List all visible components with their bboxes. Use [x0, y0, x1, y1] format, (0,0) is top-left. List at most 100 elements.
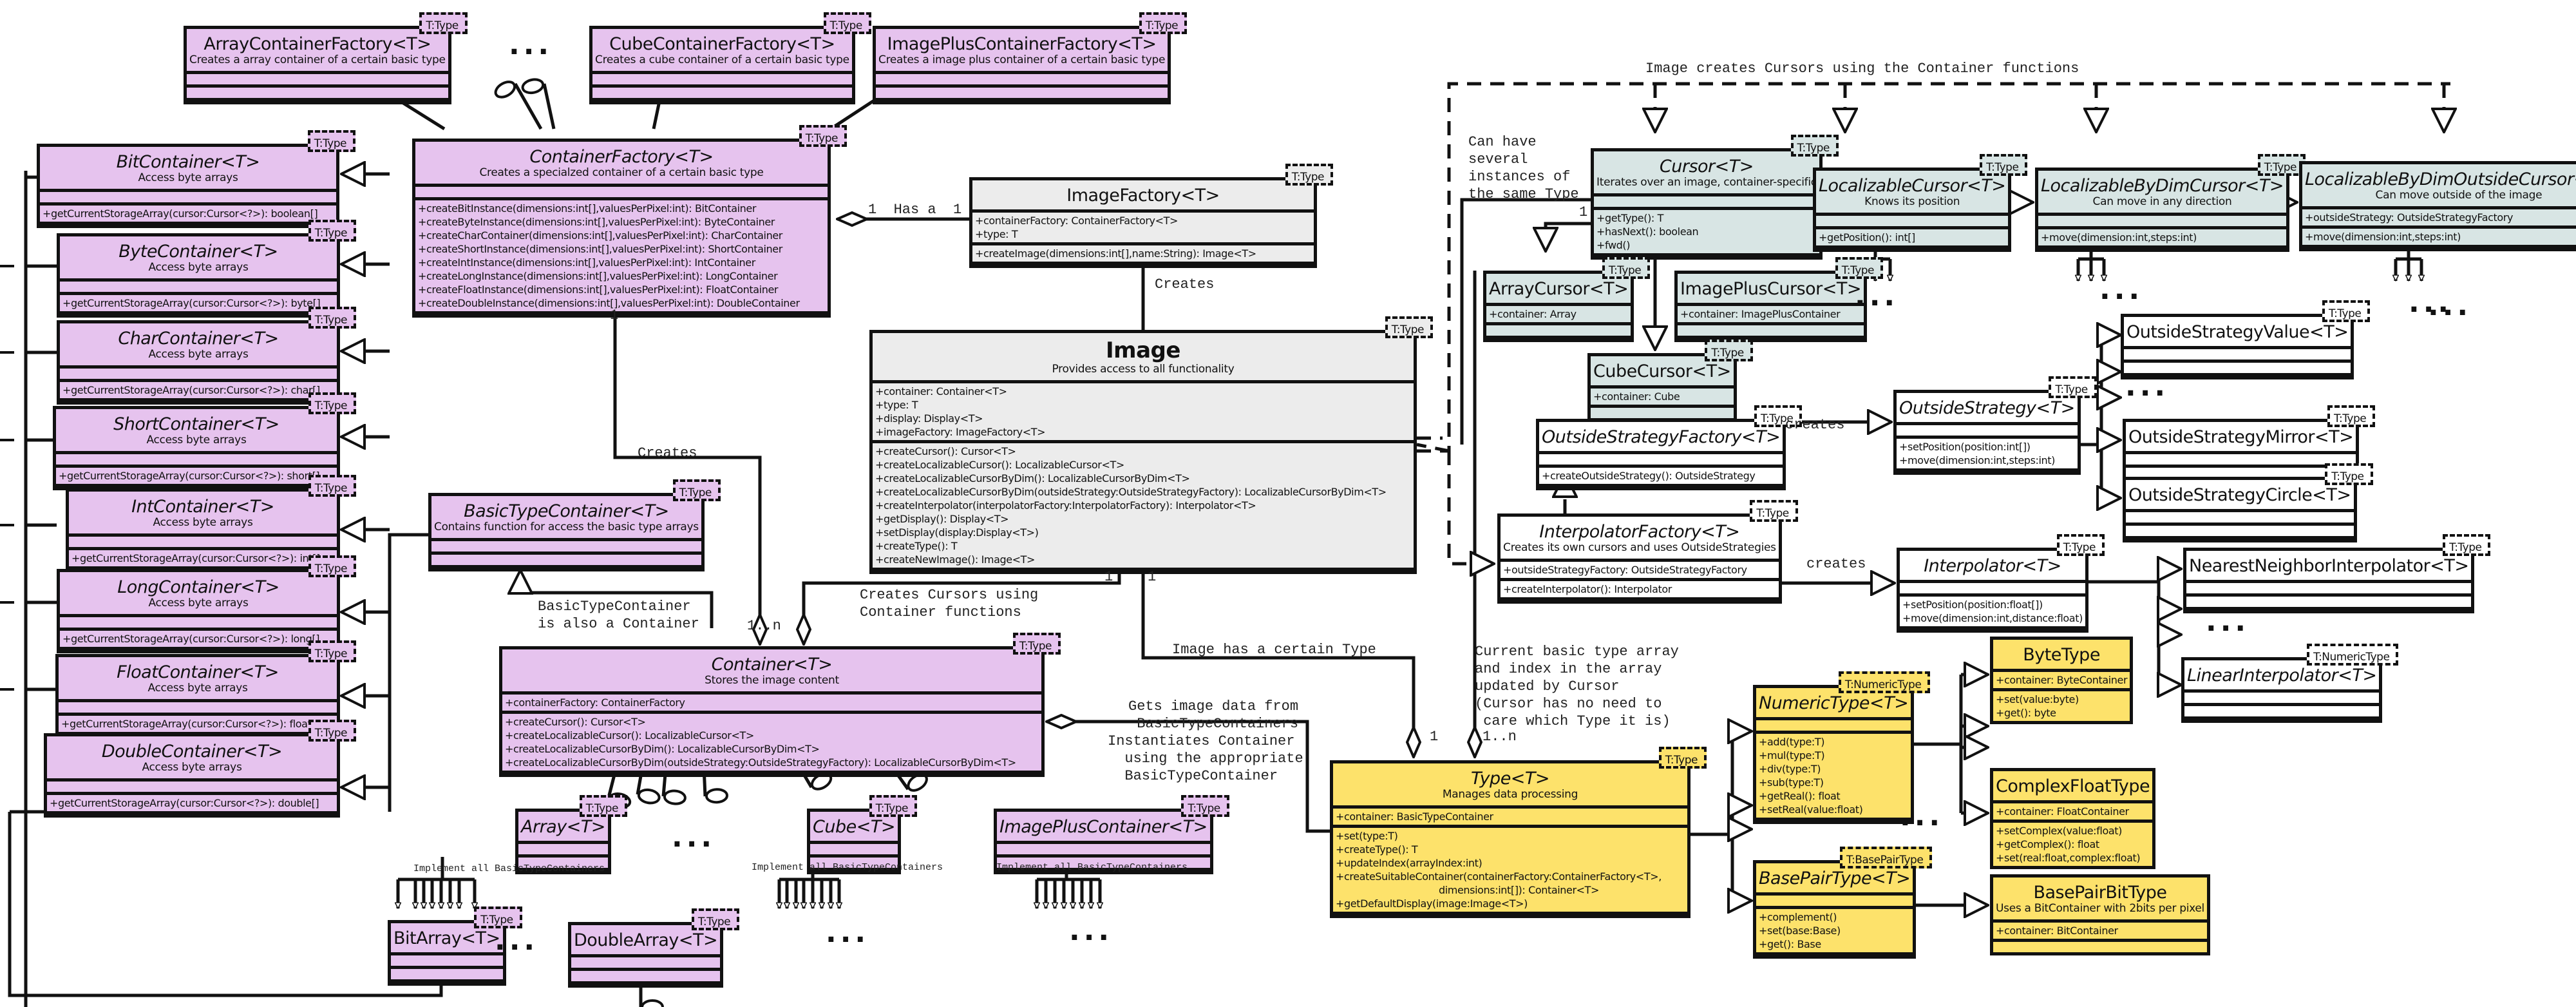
class-methods: +setPosition(position:float[])+move(dime… [1900, 597, 2085, 630]
method-line: +getCurrentStorageArray(cursor:Cursor<?>… [71, 551, 320, 564]
class-box-localizable-by-dim-cursor[interactable]: LocalizableByDimCursor<T>Can move in any… [2035, 154, 2306, 252]
class-attributes [1756, 720, 1911, 734]
annotation-creates-interp: creates [1806, 556, 1866, 572]
class-methods: +setComplex(value:float)+getComplex(): f… [1993, 823, 2152, 866]
class-box-double-container[interactable]: DoubleContainer<T>Access byte arrays+get… [44, 720, 356, 818]
class-box-array[interactable]: Array<T>T:Type [515, 795, 627, 875]
class-header: CharContainer<T>Access byte arrays [60, 323, 337, 369]
class-name: LongContainer<T> [117, 577, 279, 597]
type-parameter-tag: T:Type [1750, 500, 1798, 522]
type-parameter-tag: T:Type [1385, 316, 1433, 338]
class-box-image-factory[interactable]: ImageFactory<T>+containerFactory: Contai… [969, 164, 1333, 269]
class-name: Cursor<T> [1659, 157, 1754, 177]
class-header: ArrayContainerFactory<T>Creates a array … [187, 29, 448, 74]
annotation-gets-image-data: Gets image data from BasicTypeContainers [1128, 698, 1299, 732]
type-parameter-tag: T:Type [1980, 154, 2028, 176]
class-box-image-plus-container[interactable]: ImagePlusContainer<T>T:Type [994, 795, 1229, 875]
class-box-outside-strategy-mirror[interactable]: OutsideStrategyMirror<T>T:Type [2123, 405, 2376, 485]
class-box-short-container[interactable]: ShortContainer<T>Access byte arrays+getC… [53, 392, 356, 490]
class-name: ArrayCursor<T> [1489, 279, 1629, 299]
class-box-int-container[interactable]: IntContainer<T>Access byte arrays+getCur… [66, 475, 356, 573]
class-box-outside-strategy[interactable]: OutsideStrategy<T>+setPosition(position:… [1893, 376, 2097, 475]
class-attributes: +containerFactory: ContainerFactory [502, 695, 1041, 714]
class-box-array-container-factory[interactable]: ArrayContainerFactory<T>Creates a array … [184, 12, 468, 104]
class-attributes: +container: FloatContainer [1993, 803, 2153, 823]
class-box-double-array[interactable]: DoubleArray<T>T:Type [568, 908, 740, 988]
class-attributes [2184, 693, 2380, 707]
class-box-interpolator-factory[interactable]: InterpolatorFactory<T>Creates its own cu… [1497, 500, 1798, 604]
annotation-mult1_d: 1 [1430, 729, 1439, 745]
class-box-cube[interactable]: Cube<T>T:Type [807, 795, 917, 875]
class-box-cursor[interactable]: Cursor<T>Iterates over an image, contain… [1591, 135, 1839, 260]
class-box-type[interactable]: Type<T>Manages data processing+container… [1330, 747, 1707, 918]
class-attributes [592, 74, 852, 88]
class-box-localizable-by-dim-outside-cursor[interactable]: LocalizableByDimOutsideCursor<T>Can move… [2299, 161, 2576, 251]
class-box-outside-strategy-circle[interactable]: OutsideStrategyCircle<T>T:Type [2123, 463, 2373, 543]
type-parameter-tag: T:Type [308, 392, 356, 414]
realization-factory [521, 78, 556, 129]
class-box-bit-container[interactable]: BitContainer<T>Access byte arrays+getCur… [37, 130, 355, 228]
type-parameter-tag: T:Type [308, 220, 356, 242]
class-box-basic-type-container[interactable]: BasicTypeContainer<T>Contains function f… [428, 479, 721, 571]
method-line: +getPosition(): int[] [1819, 231, 1915, 244]
class-box-base-pair-type[interactable]: BasePairType<T>+complement()+set(base:Ba… [1753, 847, 1933, 959]
ellipsis-marker: ... [2206, 605, 2250, 638]
class-box-complex-float-type[interactable]: ComplexFloatType +container: FloatContain… [1990, 768, 2156, 870]
class-name: ImagePlusContainerFactory<T> [887, 34, 1157, 54]
class-name: Interpolator<T> [1924, 556, 2061, 576]
class-name: BasicTypeContainer<T> [464, 501, 669, 521]
class-box-byte-type[interactable]: ByteType+container: ByteContainer+set(va… [1990, 637, 2134, 725]
class-box-outside-strategy-value[interactable]: OutsideStrategyValue<T>T:Type [2121, 300, 2371, 380]
class-box-image-plus-container-factory[interactable]: ImagePlusContainerFactory<T>Creates a im… [873, 12, 1188, 104]
class-name: Type<T> [1470, 769, 1550, 789]
class-box-linear-interpolator[interactable]: LinearInterpolator<T>T:NumericType [2181, 644, 2399, 724]
annotation-mult-type1n: 1..n [1482, 729, 1517, 745]
class-box-outside-strategy-factory[interactable]: OutsideStrategyFactory<T>+createOutsideS… [1536, 405, 1803, 491]
method-line: +createCharContainer(dimensions:int[],va… [418, 229, 782, 242]
class-box-nearest-neighbor-interpolator[interactable]: NearestNeighborInterpolator<T>T:Type [2183, 534, 2491, 614]
type-parameter-tag: T:Type [869, 795, 917, 817]
class-header: Cube<T> [810, 812, 898, 845]
class-box-localizable-cursor[interactable]: LocalizableCursor<T>Knows its position+g… [1813, 154, 2028, 252]
class-box-container-factory[interactable]: ContainerFactory<T>Creates a specialzed … [412, 125, 847, 318]
attribute-line: +display: Display<T> [875, 412, 983, 425]
class-name: OutsideStrategyFactory<T> [1542, 427, 1781, 447]
class-name: ComplexFloatType [1996, 776, 2150, 796]
class-box-cube-container-factory[interactable]: CubeContainerFactory<T>Creates a cube co… [589, 12, 871, 104]
attribute-line: +type: T [875, 398, 918, 411]
class-description: Creates a array container of a certain b… [189, 53, 446, 67]
class-box-byte-container[interactable]: ByteContainer<T>Access byte arrays+getCu… [57, 220, 356, 318]
class-attributes: +container: BitContainer [1993, 923, 2207, 942]
class-header: CubeCursor<T> [1591, 356, 1734, 389]
class-header: DoubleContainer<T>Access byte arrays [47, 736, 337, 782]
class-box-interpolator[interactable]: Interpolator<T> +setPosition(position:flo… [1897, 534, 2105, 633]
dependency-interpolator [1447, 451, 1494, 564]
class-header: BitArray<T> [391, 923, 503, 956]
class-methods: +move(dimension:int,steps:int) [2038, 229, 2287, 249]
class-box-long-container[interactable]: LongContainer<T>Access byte arrays+getCu… [57, 555, 356, 653]
class-name: CubeContainerFactory<T> [609, 34, 835, 54]
class-box-char-container[interactable]: CharContainer<T>Access byte arrays+getCu… [57, 307, 356, 405]
attribute-line: +outsideStrategy: OutsideStrategyFactory [2305, 211, 2514, 224]
class-box-image-plus-cursor[interactable]: ImagePlusCursor<T>+container: ImagePlusC… [1674, 257, 1884, 343]
class-name: BasePairBitType [2033, 883, 2167, 903]
class-box-container[interactable]: Container<T>Stores the image content+con… [499, 633, 1061, 777]
class-attributes [518, 844, 608, 858]
type-parameter-tag: T:Type [2049, 376, 2097, 398]
class-box-float-container[interactable]: FloatContainer<T>Access byte arrays+getC… [55, 640, 356, 738]
class-box-bit-array[interactable]: BitArray<T>T:Type [388, 906, 522, 986]
annotation-implement-all2: Implement all BasicTypeContainers [752, 862, 943, 873]
class-attributes [47, 782, 337, 795]
class-methods: +set(value:byte)+get(): byte [1993, 691, 2130, 721]
class-header: ImagePlusContainer<T> [997, 812, 1210, 845]
type-parameter-tag: T:Type [2056, 534, 2105, 556]
class-description: Access byte arrays [148, 261, 249, 274]
class-name: ShortContainer<T> [113, 414, 279, 434]
class-box-numeric-type[interactable]: NumericType<T>+add(type:T)+mul(type:T)+d… [1753, 671, 1931, 825]
class-name: OutsideStrategyValue<T> [2126, 322, 2349, 342]
method-line: +sub(type:T) [1759, 776, 1824, 789]
